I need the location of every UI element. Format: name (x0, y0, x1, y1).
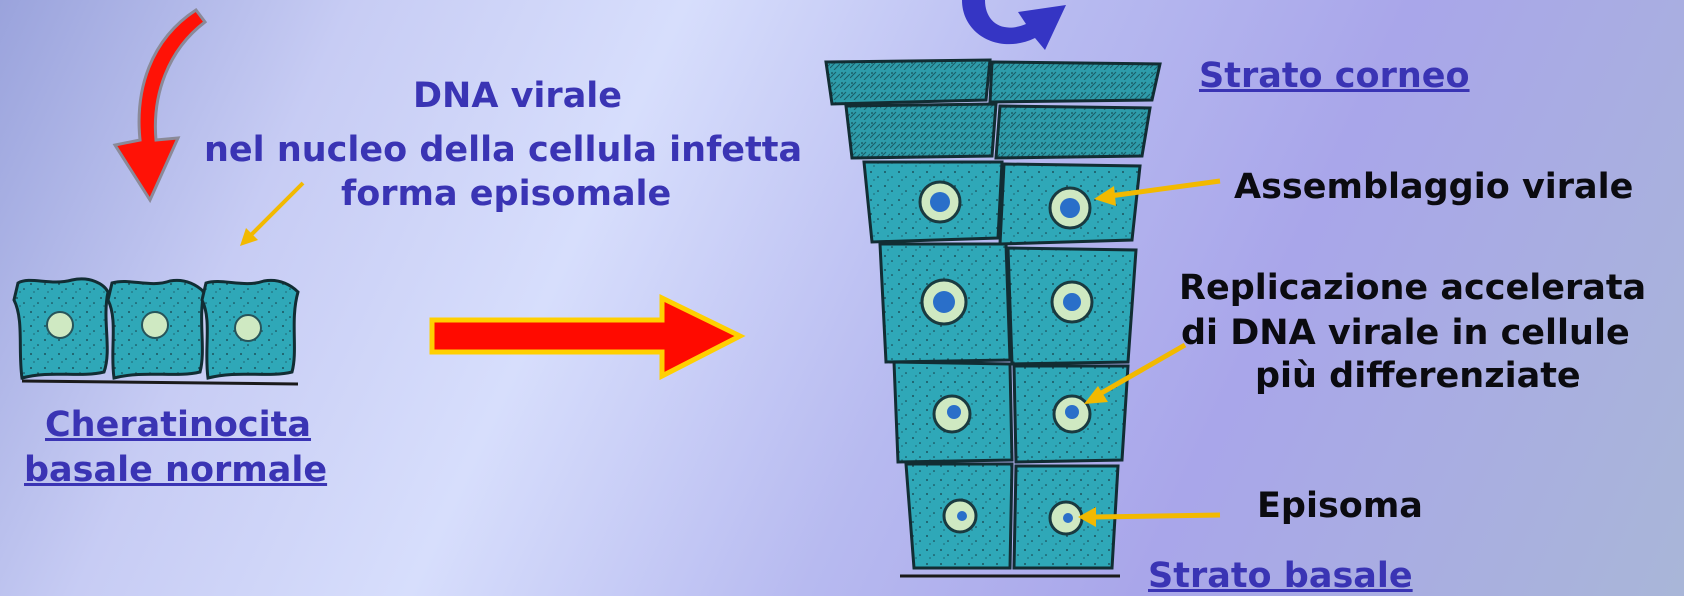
curved-blue-arrow (962, 0, 1066, 50)
basal-normal-cells (14, 279, 298, 384)
strato-basale-label: Strato basale (1148, 556, 1413, 596)
nucleus (1054, 396, 1090, 432)
epithelium-column (826, 60, 1160, 576)
nucleus (934, 396, 970, 432)
curved-red-arrow (115, 10, 205, 200)
assembly-label: Assemblaggio virale (1234, 167, 1633, 207)
strato-corneo-label: Strato corneo (1199, 56, 1470, 96)
replication-line-2: di DNA virale in cellule (1181, 313, 1630, 353)
episome-label: Episoma (1257, 486, 1423, 526)
nucleus (920, 182, 960, 222)
replication-line-3: più differenziate (1255, 356, 1581, 396)
title-line-2: nel nucleo della cellula infetta (204, 130, 802, 170)
basal-label-line-1: Cheratinocita (45, 405, 311, 445)
title-line-3: forma episomale (341, 174, 671, 214)
nucleus (1050, 188, 1090, 228)
title-line-1: DNA virale (413, 76, 622, 116)
replication-line-1: Replicazione accelerata (1179, 268, 1646, 308)
nucleus (922, 280, 966, 324)
big-red-arrow (432, 298, 740, 376)
nucleus (944, 500, 976, 532)
basal-label-line-2: basale normale (24, 450, 327, 490)
nucleus (1052, 282, 1092, 322)
title-pointer-arrow (240, 183, 303, 246)
nucleus (1050, 502, 1082, 534)
